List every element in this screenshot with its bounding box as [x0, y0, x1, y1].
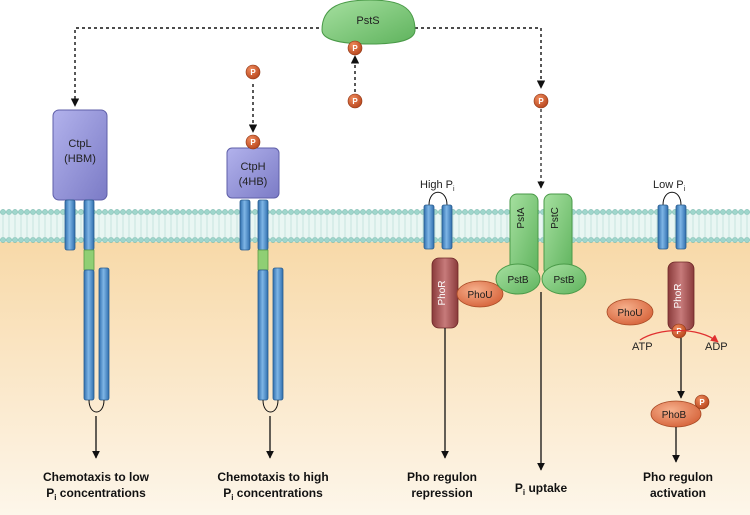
caption-pho-repression: Pho regulon repression: [407, 470, 477, 500]
phosphate-ctph-bound: P: [245, 134, 261, 150]
svg-text:Pi uptake: Pi uptake: [515, 481, 568, 497]
svg-text:activation: activation: [650, 486, 706, 500]
atp-adp-reaction: ATP ADP: [632, 329, 728, 353]
svg-text:Pho regulon: Pho regulon: [407, 470, 477, 484]
ctpl-label: CtpL: [68, 138, 91, 150]
svg-text:P: P: [250, 138, 256, 147]
svg-text:Pho regulon: Pho regulon: [643, 470, 713, 484]
caption-pi-uptake: Pi uptake: [515, 481, 568, 497]
phosphate-psts-bound: P: [347, 40, 363, 56]
svg-text:P: P: [538, 97, 544, 106]
low-pi-label: Low Pi: [653, 179, 686, 193]
phor-high-pi: High Pi PhoR PhoU: [420, 179, 504, 329]
psta-label: PstA: [516, 207, 527, 228]
output-arrows: [92, 292, 685, 471]
phosphate-ctph-free: P: [245, 64, 261, 80]
svg-text:P: P: [699, 398, 705, 407]
phou-label-low: PhoU: [617, 308, 642, 319]
phob-label: PhoB: [662, 410, 687, 421]
psts-label: PstS: [356, 15, 379, 27]
high-pi-label: High Pi: [420, 179, 455, 193]
caption-chemotaxis-low: Chemotaxis to low Pi concentrations: [43, 470, 150, 502]
svg-text:repression: repression: [411, 486, 472, 500]
svg-text:Chemotaxis to low: Chemotaxis to low: [43, 470, 150, 484]
pstc-label: PstC: [550, 207, 561, 229]
svg-text:Pi concentrations: Pi concentrations: [46, 486, 146, 502]
svg-text:Chemotaxis to high: Chemotaxis to high: [217, 470, 328, 484]
membrane: [0, 209, 750, 243]
psts-signal-arrows: [70, 27, 546, 133]
svg-text:P: P: [352, 97, 358, 106]
phor-label-high: PhoR: [437, 280, 448, 305]
cytoplasm: [0, 240, 750, 515]
pst-transporter: PstA PstC PstB PstB: [495, 193, 587, 295]
phor-label-low: PhoR: [673, 283, 684, 308]
adp-label: ADP: [705, 341, 728, 353]
ctpl-domain: (HBM): [64, 153, 96, 165]
phou-label-high: PhoU: [467, 290, 492, 301]
psts-protein: PstS: [321, 0, 416, 45]
pstb-label-left: PstB: [507, 275, 528, 286]
ctph-domain: (4HB): [239, 176, 268, 188]
phosphate-free-psts: P: [347, 93, 363, 109]
atp-label: ATP: [632, 341, 653, 353]
ctph-receptor: CtpH (4HB): [226, 147, 284, 413]
svg-text:P: P: [676, 327, 682, 336]
ctpl-receptor: CtpL (HBM): [52, 109, 110, 413]
phosphate-pst-substrate: P: [533, 93, 549, 109]
pstb-label-right: PstB: [553, 275, 574, 286]
svg-text:Pi concentrations: Pi concentrations: [223, 486, 323, 502]
caption-pho-activation: Pho regulon activation: [643, 470, 713, 500]
caption-chemotaxis-high: Chemotaxis to high Pi concentrations: [217, 470, 328, 502]
phob-protein: PhoB: [650, 400, 702, 428]
ctph-label: CtpH: [240, 161, 265, 173]
svg-text:P: P: [352, 44, 358, 53]
svg-text:P: P: [250, 68, 256, 77]
phosphate-phob: P: [694, 394, 710, 410]
